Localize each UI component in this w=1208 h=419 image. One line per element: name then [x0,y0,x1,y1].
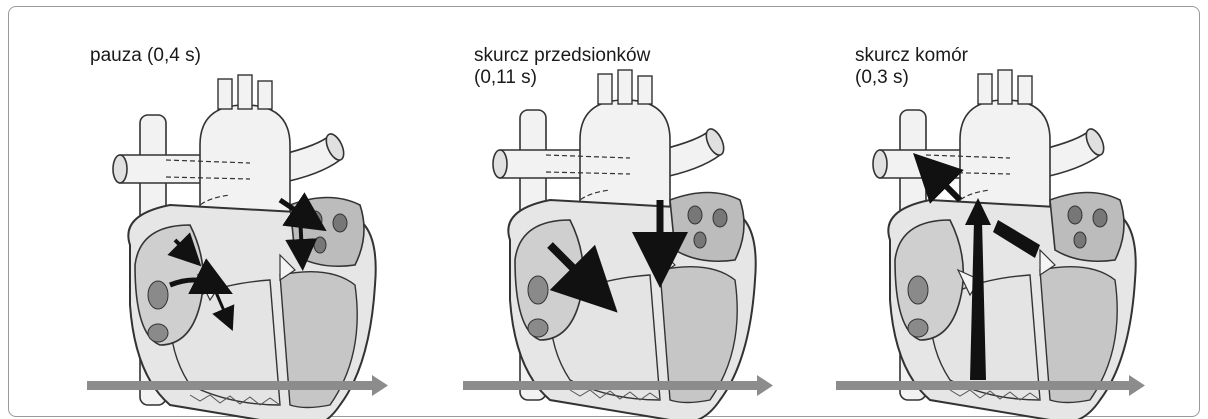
flow-arrow [300,215,302,255]
heart-atrial-systole-illustration [493,70,756,419]
heart-diastole-illustration [113,75,376,419]
heart-ventricular-systole-illustration [873,70,1136,419]
